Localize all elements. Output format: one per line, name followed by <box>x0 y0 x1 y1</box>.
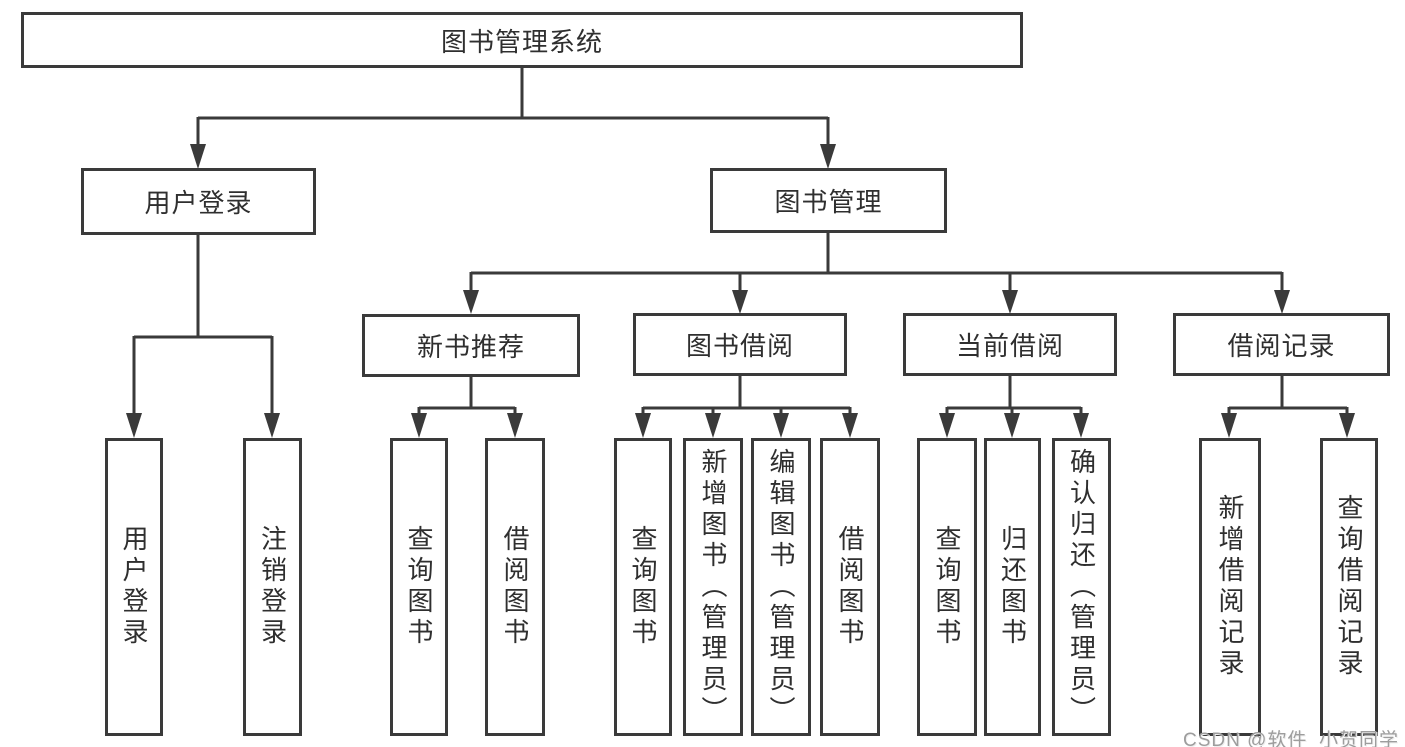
csdn-watermark: CSDN @软件_小贺同学 <box>1183 730 1399 747</box>
node-label: 图书管理 <box>774 187 883 217</box>
leaf-label: 借阅图书 <box>500 525 530 649</box>
node-book-management: 图书管理 <box>710 168 947 233</box>
arrowhead-icon <box>1274 290 1290 314</box>
leaf-borrow-books: 借阅图书 <box>820 438 880 736</box>
arrowhead-icon <box>635 413 651 438</box>
leaf-borrow-books: 借阅图书 <box>485 438 545 736</box>
arrowhead-icon <box>1004 413 1020 438</box>
node-label: 图书借阅 <box>685 331 794 361</box>
arrowhead-icon <box>1339 413 1355 438</box>
leaf-user-login: 用户登录 <box>105 438 163 736</box>
leaf-query-borrow-record: 查询借阅记录 <box>1320 438 1378 736</box>
arrowhead-icon <box>1073 413 1089 438</box>
leaf-confirm-return-admin: 确认归还（管理员） <box>1052 438 1111 736</box>
arrowhead-icon <box>411 413 427 438</box>
leaf-logout: 注销登录 <box>243 438 302 736</box>
arrowhead-icon <box>773 413 789 438</box>
leaf-label: 注销登录 <box>257 525 288 649</box>
leaf-add-books-admin: 新增图书（管理员） <box>683 438 743 736</box>
leaf-label: 查询图书 <box>932 525 962 649</box>
node-book-borrow: 图书借阅 <box>633 313 847 376</box>
leaf-label: 用户登录 <box>119 525 149 649</box>
leaf-label: 查询借阅记录 <box>1334 494 1364 680</box>
leaf-label: 借阅图书 <box>835 525 865 649</box>
leaf-label: 查询图书 <box>628 525 658 649</box>
arrowhead-icon <box>1002 290 1018 314</box>
arrowheads <box>126 144 1355 438</box>
arrowhead-icon <box>507 413 523 438</box>
leaf-label: 新增图书（管理员） <box>698 447 728 727</box>
leaf-label: 归还图书 <box>997 525 1028 649</box>
leaf-add-borrow-record: 新增借阅记录 <box>1199 438 1261 736</box>
arrowhead-icon <box>939 413 955 438</box>
leaf-query-books: 查询图书 <box>614 438 672 736</box>
arrowhead-icon <box>820 144 836 169</box>
arrowhead-icon <box>190 144 206 169</box>
arrowhead-icon <box>1221 413 1237 438</box>
leaf-query-books: 查询图书 <box>917 438 977 736</box>
arrowhead-icon <box>842 413 858 438</box>
node-library-management-system: 图书管理系统 <box>21 12 1023 68</box>
leaf-label: 确认归还（管理员） <box>1066 447 1097 727</box>
arrowhead-icon <box>732 290 748 314</box>
node-new-book-recommend: 新书推荐 <box>362 314 580 377</box>
leaf-edit-books-admin: 编辑图书（管理员） <box>751 438 811 736</box>
leaf-label: 查询图书 <box>404 525 434 649</box>
node-label: 新书推荐 <box>416 332 525 362</box>
node-label: 图书管理系统 <box>440 26 603 57</box>
arrowhead-icon <box>264 413 280 438</box>
arrowhead-icon <box>463 290 479 314</box>
node-label: 借阅记录 <box>1227 331 1336 361</box>
leaf-return-books: 归还图书 <box>984 438 1041 736</box>
arrowhead-icon <box>705 413 721 438</box>
arrowhead-icon <box>126 413 142 438</box>
leaf-query-books: 查询图书 <box>390 438 448 736</box>
node-label: 用户登录 <box>144 188 253 218</box>
node-user-login: 用户登录 <box>81 168 316 235</box>
node-label: 当前借阅 <box>955 331 1064 361</box>
node-current-borrow: 当前借阅 <box>903 313 1117 376</box>
leaf-label: 新增借阅记录 <box>1215 494 1245 680</box>
leaf-label: 编辑图书（管理员） <box>766 447 796 727</box>
node-borrow-record: 借阅记录 <box>1173 313 1390 376</box>
